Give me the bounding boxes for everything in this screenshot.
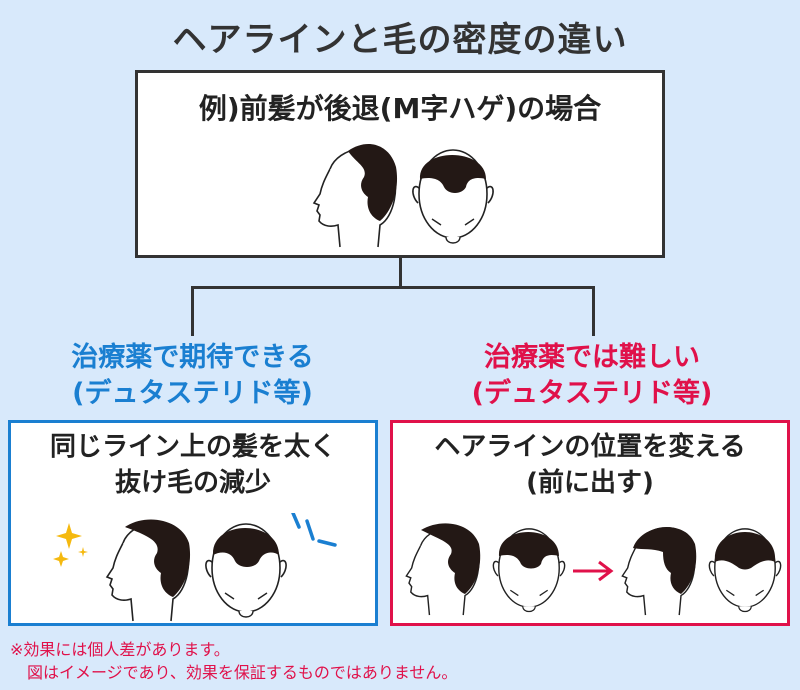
possible-heading: 治療薬で期待できる (デュタステリド等) [0,340,385,412]
difficult-heading-line2: (デュタステリド等) [471,378,713,409]
difficult-heading-line1: 治療薬では難しい [484,342,700,373]
disclaimer-line1: ※効果には個人差があります。 [10,640,230,659]
receding-hairline-heads-illustration [313,144,494,248]
hairline-forward-heads-illustration [405,523,782,616]
page-title: ヘアラインと毛の密度の違い [172,20,628,60]
hair-shape [419,155,486,193]
connector-line [592,286,595,336]
example-box: 例)前髪が後退(M字ハゲ)の場合 [135,70,665,258]
hair-shape [421,523,481,594]
difficult-heading: 治療薬では難しい (デュタステリド等) [392,340,792,412]
difficult-body: ヘアラインの位置を変える (前に出す) [393,429,787,501]
possible-body: 同じライン上の髪を太く 抜け毛の減少 [11,429,375,501]
possible-heading-line2: (デュタステリド等) [72,378,313,409]
connector-line [191,286,595,289]
possible-body-line1: 同じライン上の髪を太く [49,432,336,462]
connector-line [399,258,402,289]
hair-shape [633,527,697,594]
hair-shape [498,532,559,569]
sparkle-icon [78,547,88,557]
hair-shape [714,532,776,570]
hair-shape [212,528,279,567]
possible-body-line2: 抜け毛の減少 [114,468,271,498]
hair-shape [348,144,398,221]
arrow-right-icon [573,560,614,582]
possible-box: 同じライン上の髪を太く 抜け毛の減少 [8,420,378,626]
example-label: 例)前髪が後退(M字ハゲ)の場合 [198,92,602,125]
possible-heading-line1: 治療薬で期待できる [71,342,314,373]
connector-line [191,286,194,336]
disclaimer-line2: 図はイメージであり、効果を保証するものではありません。 [27,663,458,682]
sparkle-icon [53,551,69,567]
difficult-box: ヘアラインの位置を変える (前に出す) [390,420,790,626]
sparkle-icon [56,523,82,549]
thicker-hair-heads-illustration [53,513,337,622]
hair-shape [125,519,191,597]
emphasis-lines-icon [291,513,337,547]
difficult-body-line2: (前に出す) [526,468,654,498]
difficult-body-line1: ヘアラインの位置を変える [434,432,746,462]
